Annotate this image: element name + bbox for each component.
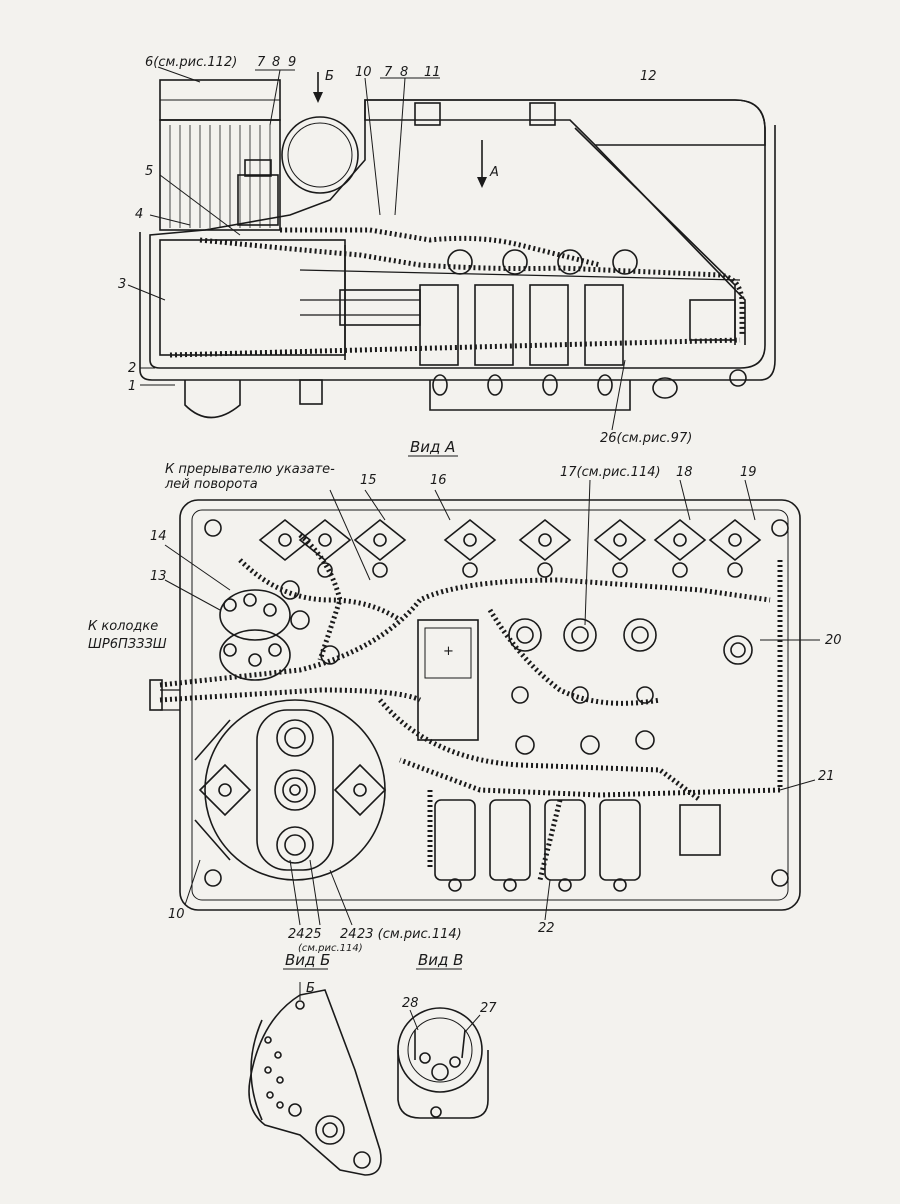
label-23: 23 (см.рис.114): [357, 927, 462, 942]
block-3: [159, 239, 346, 356]
label-A-arrow: А: [489, 165, 499, 180]
label-5: 5: [145, 164, 153, 179]
view-a: Вид А: [88, 438, 842, 954]
view-v-caption: Вид В: [418, 951, 463, 969]
label-B-top: Б: [325, 69, 334, 84]
panel-inner: [191, 509, 789, 901]
bracket-b-holes: [264, 1000, 371, 1169]
label-2: 2: [128, 361, 136, 376]
label-13: 13: [150, 569, 167, 584]
label-7a: 7: [257, 55, 266, 70]
label-21: 21: [818, 769, 835, 784]
label-11: 11: [424, 65, 441, 80]
socket-bottom: [184, 380, 241, 419]
harness-bottom: [169, 337, 741, 358]
label-24a: 24: [288, 927, 305, 942]
label-8a: 8: [272, 55, 280, 70]
label-8b: 8: [400, 65, 408, 80]
note-to-breaker-1: К прерывателю указате-: [165, 462, 335, 477]
terminal-block-22: [689, 299, 736, 341]
socket-pins: [274, 719, 316, 864]
label-25: 25: [305, 927, 322, 942]
terminal-row-top: [258, 518, 762, 562]
label-4: 4: [135, 207, 143, 222]
socket-v-pins: [414, 1029, 466, 1081]
label-6: 6(см.рис.112): [145, 55, 237, 70]
harness-top-1: [199, 237, 745, 335]
label-19: 19: [740, 465, 757, 480]
bracket-b: [248, 989, 382, 1176]
label-28: 28: [402, 996, 419, 1011]
coil: [237, 174, 279, 226]
cover-clip-1: [414, 102, 441, 126]
housing-flange: [139, 125, 776, 381]
cover-12: [364, 99, 766, 146]
bottom-fuses: [434, 799, 641, 892]
label-26: 26(см.рис.97): [600, 431, 692, 446]
cover-slope-inner: [574, 127, 736, 345]
label-3: 3: [118, 277, 126, 292]
view-a-caption: Вид А: [410, 438, 455, 456]
harness-view-a: [149, 533, 783, 881]
bottom-terminals: [432, 369, 747, 399]
connector-plug: [149, 679, 163, 711]
diamond-right: [333, 763, 387, 817]
left-connector-cluster: [219, 580, 340, 681]
label-18: 18: [676, 465, 693, 480]
panel-outer: [179, 499, 801, 911]
label-24b: 24: [340, 927, 357, 942]
note-to-breaker-2: лей поворота: [164, 477, 258, 492]
cover-slope: [594, 144, 746, 345]
label-17: 17(см.рис.114): [560, 465, 661, 480]
view-a-leaders: [164, 479, 820, 926]
label-14: 14: [150, 529, 167, 544]
label-7b: 7: [384, 65, 393, 80]
label-9: 9: [288, 55, 296, 70]
round-base: [204, 699, 386, 881]
diamond-left: [198, 763, 252, 817]
label-22: 22: [538, 921, 555, 936]
corner-screws: [204, 519, 789, 887]
top-view: 6(см.рис.112) 7 8 9 Б 10 7 8 11 12 А 5 4…: [118, 55, 776, 446]
view-b-caption: Вид Б: [285, 951, 330, 969]
label-12: 12: [640, 69, 657, 84]
terminal-row-2: [317, 562, 743, 578]
label-15: 15: [360, 473, 377, 488]
socket-housing: [256, 709, 334, 871]
cable-loop: [281, 116, 359, 194]
terminal-strip: [339, 289, 421, 326]
connector-note-1: К колодке: [88, 619, 158, 634]
label-10-top: 10: [355, 65, 372, 80]
small-relay: [679, 804, 721, 856]
cover-clip-2: [529, 102, 556, 126]
connector-note-2: ШР6ПЗЗЗШ: [88, 637, 167, 652]
center-relay: [417, 619, 479, 741]
harness-top-2: [279, 227, 601, 268]
top-leaders: [127, 66, 626, 431]
label-1: 1: [128, 379, 136, 394]
svg-text:+: +: [443, 644, 454, 659]
view-v: Вид В 28 27: [397, 951, 497, 1119]
label-16: 16: [430, 473, 447, 488]
bottom-bracket: [429, 380, 631, 411]
fuse-circles: [508, 618, 753, 755]
label-10-a: 10: [168, 907, 185, 922]
label-27: 27: [480, 1001, 497, 1016]
label-B-view: Б: [306, 981, 315, 996]
view-b: Вид Б Б: [248, 951, 382, 1176]
label-25-ref: (см.рис.114): [298, 943, 363, 954]
label-20: 20: [825, 633, 842, 648]
